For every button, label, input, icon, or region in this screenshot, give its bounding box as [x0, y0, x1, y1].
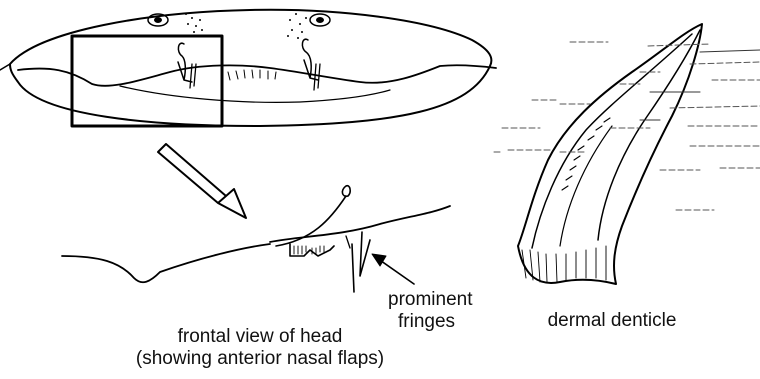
- zoom-arrow: [158, 144, 246, 218]
- head-frontal-view: [0, 10, 496, 126]
- head-side-left: [0, 64, 10, 70]
- skin-lines: [494, 42, 760, 210]
- zoom-box: [72, 36, 222, 126]
- teeth-row: [228, 70, 276, 80]
- frontal-view-caption-line2: (showing anterior nasal flaps): [80, 348, 440, 370]
- frontal-view-caption: frontal view of head (showing anterior n…: [80, 326, 440, 370]
- denticle-ridge-center: [598, 30, 700, 240]
- right-pupil: [317, 18, 324, 23]
- detail-mouth-line: [62, 244, 270, 282]
- frontal-view-caption-line1: frontal view of head: [80, 326, 440, 348]
- detail-fringe-left: [352, 244, 354, 292]
- skin-lines-solid: [640, 50, 760, 120]
- detail-fringe-extra: [346, 236, 350, 248]
- denticle-ridge-left: [532, 34, 692, 248]
- denticle-outline: [518, 24, 702, 284]
- left-nasal-flap: [178, 43, 192, 82]
- mouth-underline: [120, 86, 390, 102]
- denticle-base-hatching: [522, 246, 606, 282]
- right-nasal-fringe: [314, 64, 320, 90]
- head-outline: [10, 10, 491, 126]
- dermal-denticle-label: dermal denticle: [512, 310, 712, 332]
- detail-flap-top: [270, 206, 450, 242]
- left-pupil: [155, 18, 162, 23]
- prominent-fringes-line1: prominent: [388, 289, 518, 311]
- detail-fringe-right: [360, 232, 370, 276]
- dermal-denticle: [494, 24, 760, 284]
- mouth-line: [18, 65, 496, 86]
- nasal-flap-detail: [62, 186, 450, 292]
- fringes-pointer: [372, 254, 414, 284]
